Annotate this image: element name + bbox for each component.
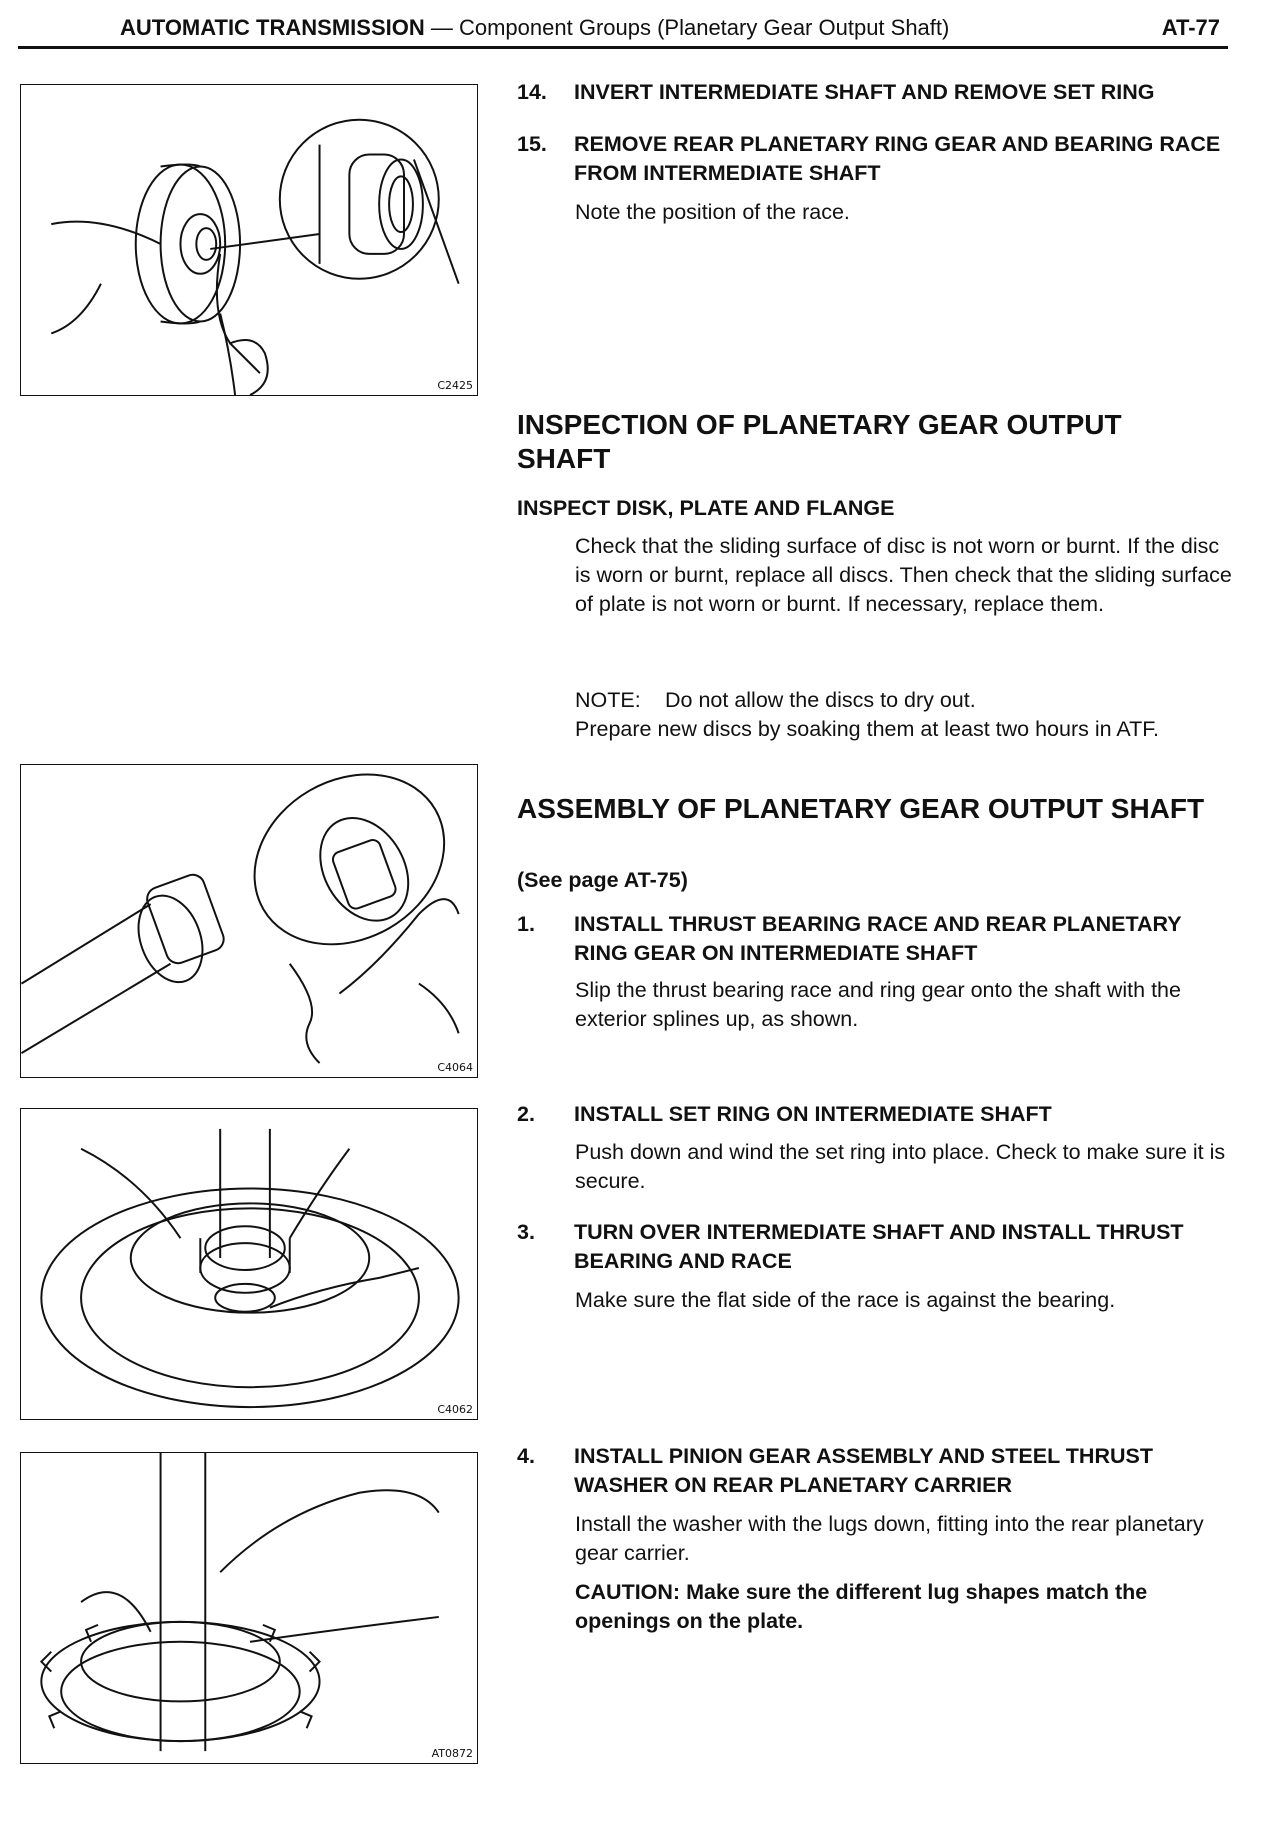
step-number: 3. (517, 1220, 535, 1244)
assembly-step-4-heading: 4. INSTALL PINION GEAR ASSEMBLY AND STEE… (517, 1442, 1227, 1500)
figure-code: C4062 (437, 1403, 473, 1416)
assembly-step-2-heading: 2. INSTALL SET RING ON INTERMEDIATE SHAF… (517, 1100, 1227, 1129)
page-header: AUTOMATIC TRANSMISSION — Component Group… (120, 10, 1220, 46)
figure-code: AT0872 (431, 1747, 473, 1760)
figure-code: C4064 (437, 1061, 473, 1074)
assembly-reference: (See page AT-75) (517, 868, 688, 892)
assembly-step-4-body: Install the washer with the lugs down, f… (575, 1512, 1204, 1565)
inspection-note: NOTE:Do not allow the discs to dry out. … (575, 686, 1235, 744)
inspection-paragraph: Check that the sliding surface of disc i… (575, 534, 1232, 616)
set-ring-install-illustration (40, 1128, 460, 1409)
inspection-title: INSPECTION OF PLANETARY GEAR OUTPUT SHAF… (517, 409, 1122, 474)
step-heading-text: REMOVE REAR PLANETARY RING GEAR AND BEAR… (574, 132, 1221, 185)
caution-label: CAUTION: (575, 1580, 681, 1604)
header-rule (18, 46, 1228, 49)
figure-code: C2425 (437, 379, 473, 392)
step-number: 15. (517, 132, 547, 156)
header-subtitle: Component Groups (Planetary Gear Output … (458, 15, 950, 40)
assembly-step-2-body: Push down and wind the set ring into pla… (575, 1140, 1226, 1193)
assembly-step-1-body: Slip the thrust bearing race and ring ge… (575, 978, 1181, 1031)
ring-gear-install-illustration (21, 773, 460, 1064)
figure-install-set-ring: C4062 (20, 1108, 478, 1420)
step-number: 2. (517, 1102, 535, 1126)
step-14-heading: 14. INVERT INTERMEDIATE SHAFT AND REMOVE… (517, 78, 1227, 107)
header-dash: — (430, 15, 453, 40)
caution-text: Make sure the different lug shapes match… (575, 1580, 1148, 1633)
assembly-title: ASSEMBLY OF PLANETARY GEAR OUTPUT SHAFT (517, 793, 1205, 824)
note-label: NOTE: (575, 688, 641, 712)
assembly-step-3-heading: 3. TURN OVER INTERMEDIATE SHAFT AND INST… (517, 1218, 1227, 1276)
note-text: Do not allow the discs to dry out. (665, 688, 976, 712)
figure-install-pinion-gear: AT0872 (20, 1452, 478, 1764)
step-number: 14. (517, 80, 547, 104)
step-number: 1. (517, 912, 535, 936)
step-heading-text: INSTALL PINION GEAR ASSEMBLY AND STEEL T… (574, 1444, 1153, 1497)
step-15-heading: 15. REMOVE REAR PLANETARY RING GEAR AND … (517, 130, 1227, 188)
step-heading-text: TURN OVER INTERMEDIATE SHAFT AND INSTALL… (574, 1220, 1184, 1273)
figure-install-ring-gear: C4064 (20, 764, 478, 1078)
assembly-step-4-caution: CAUTION: Make sure the different lug sha… (575, 1578, 1235, 1636)
assembly-step-1-heading: 1. INSTALL THRUST BEARING RACE AND REAR … (517, 910, 1227, 968)
assembly-step-3-body: Make sure the flat side of the race is a… (575, 1288, 1116, 1312)
set-ring-removal-illustration (50, 118, 460, 395)
step-heading-text: INSTALL SET RING ON INTERMEDIATE SHAFT (574, 1102, 1052, 1126)
inspection-subheading: INSPECT DISK, PLATE AND FLANGE (517, 496, 895, 520)
step-15-body: Note the position of the race. (575, 200, 850, 224)
step-heading-text: INVERT INTERMEDIATE SHAFT AND REMOVE SET… (574, 80, 1155, 104)
figure-remove-set-ring: C2425 (20, 84, 478, 396)
step-number: 4. (517, 1444, 535, 1468)
page-number: AT-77 (1161, 15, 1220, 40)
step-heading-text: INSTALL THRUST BEARING RACE AND REAR PLA… (574, 912, 1182, 965)
header-title: AUTOMATIC TRANSMISSION (120, 15, 425, 40)
pinion-gear-install-illustration (39, 1453, 440, 1752)
note-text-2: Prepare new discs by soaking them at lea… (575, 717, 1159, 741)
